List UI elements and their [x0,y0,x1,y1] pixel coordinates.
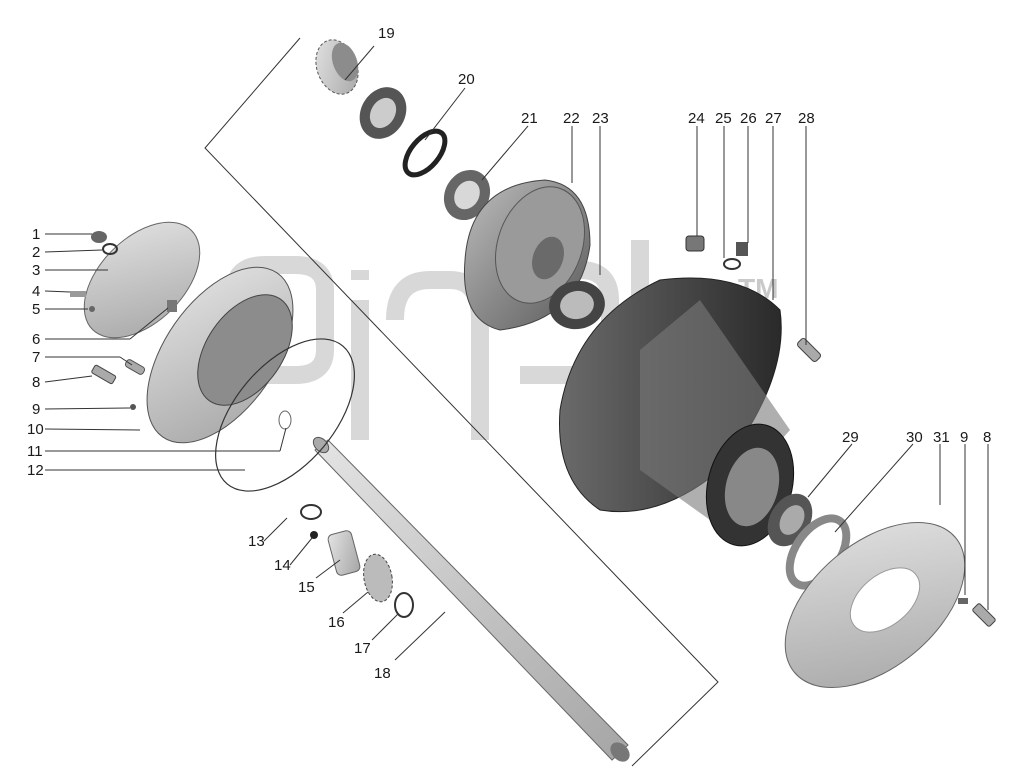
snap-ring-11 [278,410,292,430]
bolt-8-right [972,603,996,627]
label-2: 2 [32,244,40,261]
label-22: 22 [563,110,580,127]
label-21: 21 [521,110,538,127]
axle-shaft [312,436,630,762]
label-1: 1 [32,226,40,243]
washer-2 [102,243,118,255]
label-9-right: 9 [960,429,968,446]
label-17: 17 [354,640,371,657]
leader-lines [44,45,989,661]
bearing-23 [549,280,605,330]
bolt-8 [91,364,117,385]
label-7: 7 [32,349,40,366]
label-3: 3 [32,262,40,279]
bearing-21 [443,169,491,221]
label-11: 11 [27,443,43,460]
label-26: 26 [740,110,757,127]
nut-24 [685,235,705,252]
label-16: 16 [328,614,345,631]
label-24: 24 [688,110,705,127]
ball-14 [310,531,318,539]
label-29: 29 [842,429,859,446]
planetary-hub-10 [146,266,294,444]
label-15: 15 [298,579,315,596]
label-10: 10 [27,421,44,438]
ring-13 [300,504,322,520]
label-12: 12 [27,462,44,479]
hub-housing [559,277,795,547]
bolt-28 [797,338,821,362]
label-18: 18 [374,665,391,682]
pin-7 [124,359,146,375]
label-23: 23 [592,110,609,127]
label-30: 30 [906,429,923,446]
part-number-labels: 1 2 3 4 5 6 7 8 9 10 11 12 13 14 15 16 1… [27,25,991,682]
label-14: 14 [274,557,291,574]
label-4: 4 [32,283,40,300]
assembly-outline [204,37,719,767]
plug-6 [167,300,177,312]
pin-15 [327,530,361,576]
label-25: 25 [715,110,732,127]
bearing-ring-upper [359,87,407,139]
label-13: 13 [248,533,265,550]
gear-19 [315,39,359,95]
pin-9 [130,404,136,410]
washer-20 [402,128,448,178]
label-8-right: 8 [983,429,991,446]
label-31: 31 [933,429,950,446]
fitting-26 [736,242,748,256]
gear-16 [363,553,393,603]
label-6: 6 [32,331,40,348]
label-27: 27 [765,110,782,127]
pin-5 [89,306,95,312]
label-28: 28 [798,110,815,127]
label-20: 20 [458,71,475,88]
o-ring-12 [215,338,355,492]
bolt-4 [70,291,86,297]
pin-9-right [958,598,968,604]
ring-17 [394,592,414,618]
brake-disc-31 [784,521,966,689]
label-5: 5 [32,301,40,318]
washer-25 [723,258,741,270]
label-19: 19 [378,25,395,42]
label-8: 8 [32,374,40,391]
cap-1 [91,231,107,243]
label-9: 9 [32,401,40,418]
